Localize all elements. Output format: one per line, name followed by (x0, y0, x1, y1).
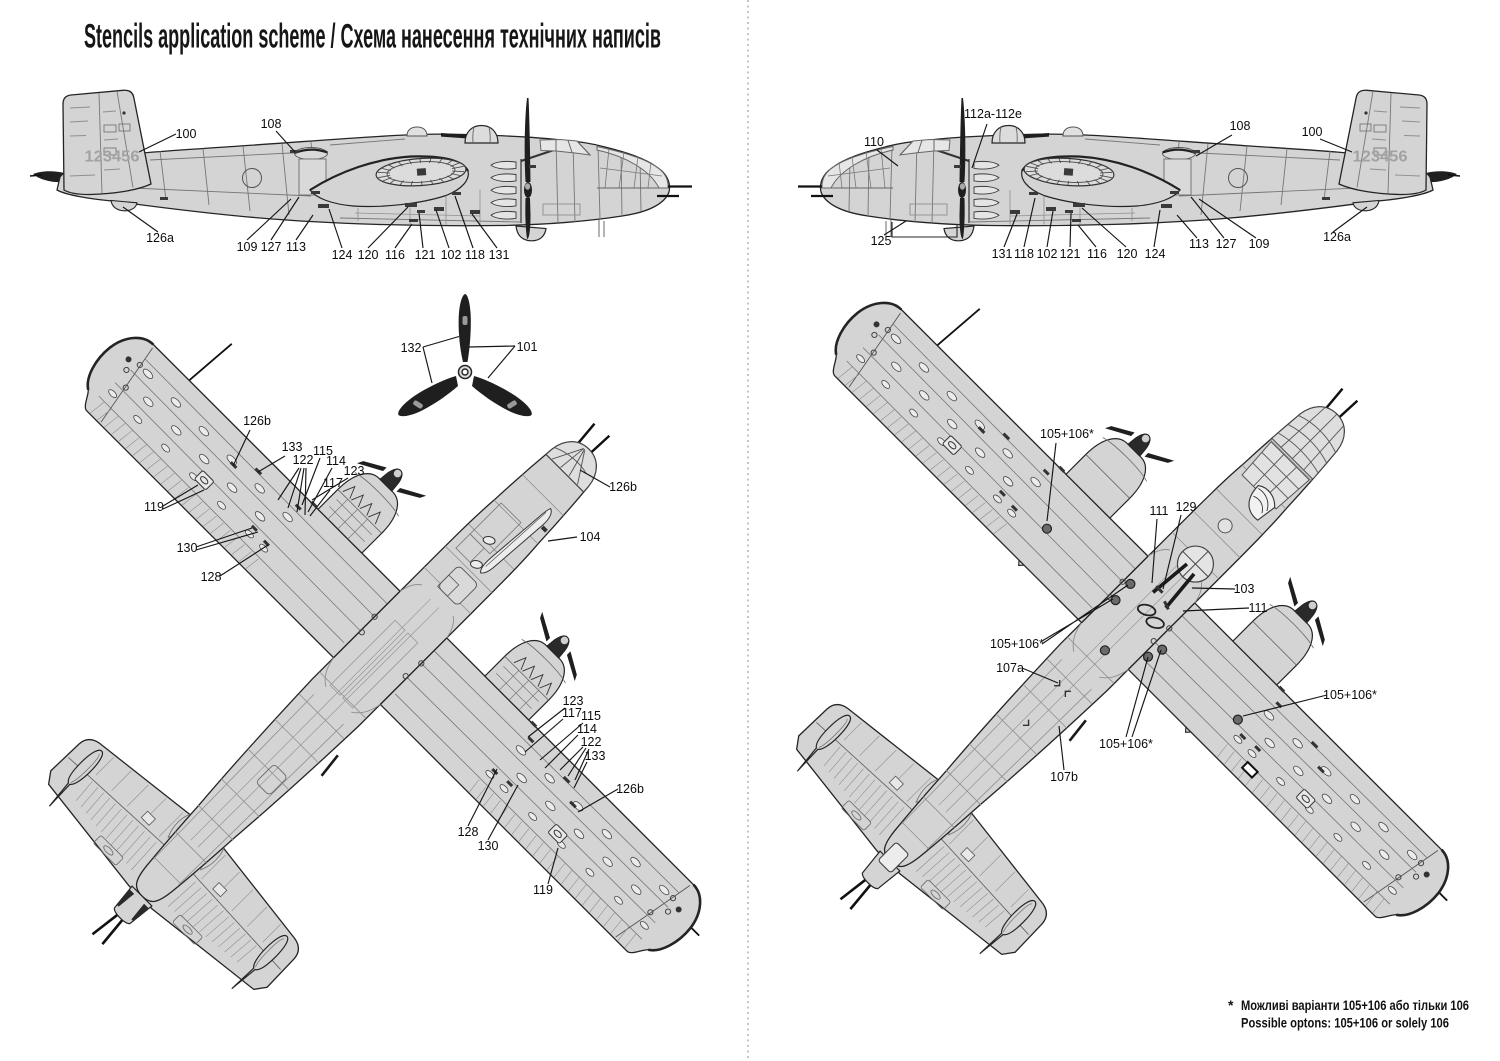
svg-text:123456: 123456 (85, 149, 140, 166)
svg-text:100: 100 (176, 127, 197, 141)
svg-text:120: 120 (1117, 247, 1138, 261)
svg-text:108: 108 (261, 117, 282, 131)
svg-text:127: 127 (261, 240, 282, 254)
svg-text:112a-112e: 112a-112e (964, 107, 1022, 121)
svg-text:133: 133 (282, 440, 303, 454)
svg-text:107a: 107a (996, 661, 1024, 675)
svg-text:130: 130 (478, 839, 499, 853)
svg-text:129: 129 (1176, 500, 1197, 514)
svg-text:117: 117 (562, 706, 582, 720)
svg-text:113: 113 (286, 240, 306, 254)
svg-text:131: 131 (992, 247, 1013, 261)
svg-text:126b: 126b (243, 414, 271, 428)
svg-text:101: 101 (517, 340, 538, 354)
svg-text:114: 114 (326, 454, 346, 468)
svg-text:119: 119 (144, 500, 164, 514)
svg-text:113: 113 (1189, 237, 1209, 251)
svg-text:126b: 126b (609, 480, 637, 494)
svg-text:123456: 123456 (1353, 149, 1408, 166)
svg-text:102: 102 (1037, 247, 1058, 261)
svg-text:108: 108 (1230, 119, 1251, 133)
svg-text:115: 115 (313, 444, 333, 458)
svg-text:115: 115 (581, 709, 601, 723)
svg-text:105+106*: 105+106* (990, 637, 1044, 651)
svg-text:122: 122 (581, 735, 602, 749)
svg-text:123: 123 (344, 464, 365, 478)
svg-text:121: 121 (1060, 247, 1081, 261)
svg-text:114: 114 (577, 722, 597, 736)
svg-text:Stencils application scheme /: Stencils application scheme / Схема нане… (84, 18, 661, 56)
svg-text:132: 132 (401, 341, 422, 355)
svg-text:109: 109 (1249, 237, 1270, 251)
svg-text:111: 111 (1149, 504, 1168, 518)
svg-text:133: 133 (585, 749, 606, 763)
svg-text:103: 103 (1234, 582, 1255, 596)
svg-text:118: 118 (1014, 247, 1034, 261)
svg-text:116: 116 (385, 248, 405, 262)
svg-text:131: 131 (489, 248, 510, 262)
svg-text:123: 123 (563, 694, 584, 708)
svg-text:127: 127 (1216, 237, 1237, 251)
svg-text:105+106*: 105+106* (1099, 737, 1153, 751)
svg-text:124: 124 (332, 248, 353, 262)
svg-text:111: 111 (1248, 601, 1267, 615)
svg-text:110: 110 (864, 135, 884, 149)
svg-text:126a: 126a (146, 231, 174, 245)
svg-text:120: 120 (358, 248, 379, 262)
svg-text:124: 124 (1145, 247, 1166, 261)
svg-text:128: 128 (458, 825, 479, 839)
svg-text:126b: 126b (616, 782, 644, 796)
svg-text:117: 117 (323, 476, 343, 490)
svg-text:118: 118 (465, 248, 485, 262)
svg-text:105+106*: 105+106* (1040, 427, 1094, 441)
svg-text:126a: 126a (1323, 230, 1351, 244)
svg-text:119: 119 (533, 883, 553, 897)
svg-text:109: 109 (237, 240, 258, 254)
svg-text:Можливі варіанти 105+106 або т: Можливі варіанти 105+106 або тільки 106 (1241, 997, 1469, 1013)
svg-text:107b: 107b (1050, 770, 1078, 784)
svg-text:102: 102 (441, 248, 462, 262)
svg-text:130: 130 (177, 541, 198, 555)
svg-text:100: 100 (1302, 125, 1323, 139)
svg-text:104: 104 (580, 530, 601, 544)
svg-text:128: 128 (201, 570, 222, 584)
svg-text:105+106*: 105+106* (1323, 688, 1377, 702)
svg-text:125: 125 (871, 234, 892, 248)
svg-text:122: 122 (293, 453, 314, 467)
svg-text:*: * (1228, 997, 1234, 1013)
svg-text:121: 121 (415, 248, 436, 262)
svg-text:116: 116 (1087, 247, 1107, 261)
svg-text:Possible optons: 105+106 or so: Possible optons: 105+106 or solely 106 (1241, 1015, 1449, 1031)
